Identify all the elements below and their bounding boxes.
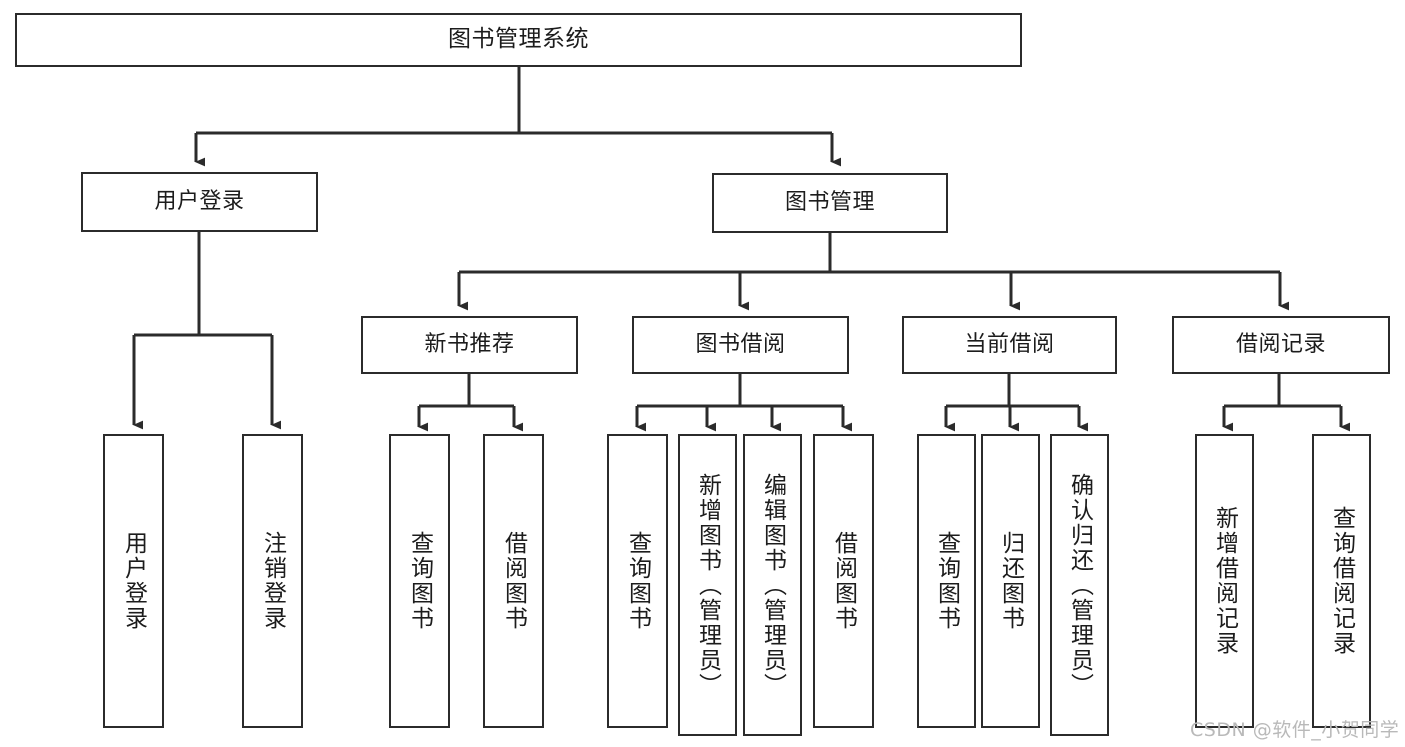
leaf-book-borrow-query[interactable]: 查询图书 bbox=[607, 434, 668, 728]
node-label: 图书借阅 bbox=[695, 331, 786, 357]
node-user-login[interactable]: 用户登录 bbox=[81, 172, 318, 232]
node-label: 查询图书 bbox=[933, 531, 960, 631]
node-book-manage[interactable]: 图书管理 bbox=[712, 173, 948, 233]
leaf-book-borrow-add[interactable]: 新增图书（管理员） bbox=[678, 434, 737, 736]
leaf-book-borrow-edit[interactable]: 编辑图书（管理员） bbox=[743, 434, 802, 736]
leaf-current-borrow-return[interactable]: 归还图书 bbox=[981, 434, 1040, 728]
node-label: 图书管理系统 bbox=[448, 26, 589, 53]
node-label: 注销登录 bbox=[259, 531, 286, 631]
node-root-system[interactable]: 图书管理系统 bbox=[15, 13, 1022, 67]
leaf-new-book-borrow[interactable]: 借阅图书 bbox=[483, 434, 544, 728]
leaf-book-borrow-borrow[interactable]: 借阅图书 bbox=[813, 434, 874, 728]
node-label: 查询借阅记录 bbox=[1328, 506, 1355, 656]
leaf-borrow-record-query[interactable]: 查询借阅记录 bbox=[1312, 434, 1371, 728]
node-book-borrow[interactable]: 图书借阅 bbox=[632, 316, 849, 374]
node-label: 归还图书 bbox=[997, 531, 1024, 631]
watermark-text: CSDN @软件_小贺同学 bbox=[1190, 719, 1400, 741]
leaf-current-borrow-confirm-return[interactable]: 确认归还（管理员） bbox=[1050, 434, 1109, 736]
node-label: 新书推荐 bbox=[424, 331, 515, 357]
leaf-user-login-signout[interactable]: 注销登录 bbox=[242, 434, 303, 728]
leaf-borrow-record-add[interactable]: 新增借阅记录 bbox=[1195, 434, 1254, 728]
node-label: 图书管理 bbox=[784, 189, 875, 215]
node-current-borrow[interactable]: 当前借阅 bbox=[902, 316, 1117, 374]
node-label: 借阅记录 bbox=[1235, 331, 1326, 357]
node-label: 查询图书 bbox=[406, 531, 433, 631]
leaf-current-borrow-query[interactable]: 查询图书 bbox=[917, 434, 976, 728]
node-borrow-record[interactable]: 借阅记录 bbox=[1172, 316, 1390, 374]
leaf-user-login-signin[interactable]: 用户登录 bbox=[103, 434, 164, 728]
node-new-book-recommend[interactable]: 新书推荐 bbox=[361, 316, 578, 374]
node-label: 确认归还（管理员） bbox=[1066, 472, 1093, 698]
node-label: 新增图书（管理员） bbox=[694, 472, 721, 698]
node-label: 当前借阅 bbox=[964, 331, 1055, 357]
node-label: 编辑图书（管理员） bbox=[759, 472, 786, 698]
node-label: 查询图书 bbox=[624, 531, 651, 631]
node-label: 借阅图书 bbox=[500, 531, 527, 631]
node-label: 用户登录 bbox=[154, 188, 245, 214]
node-label: 新增借阅记录 bbox=[1211, 506, 1238, 656]
node-label: 用户登录 bbox=[120, 531, 147, 631]
node-label: 借阅图书 bbox=[830, 531, 857, 631]
leaf-new-book-query[interactable]: 查询图书 bbox=[389, 434, 450, 728]
